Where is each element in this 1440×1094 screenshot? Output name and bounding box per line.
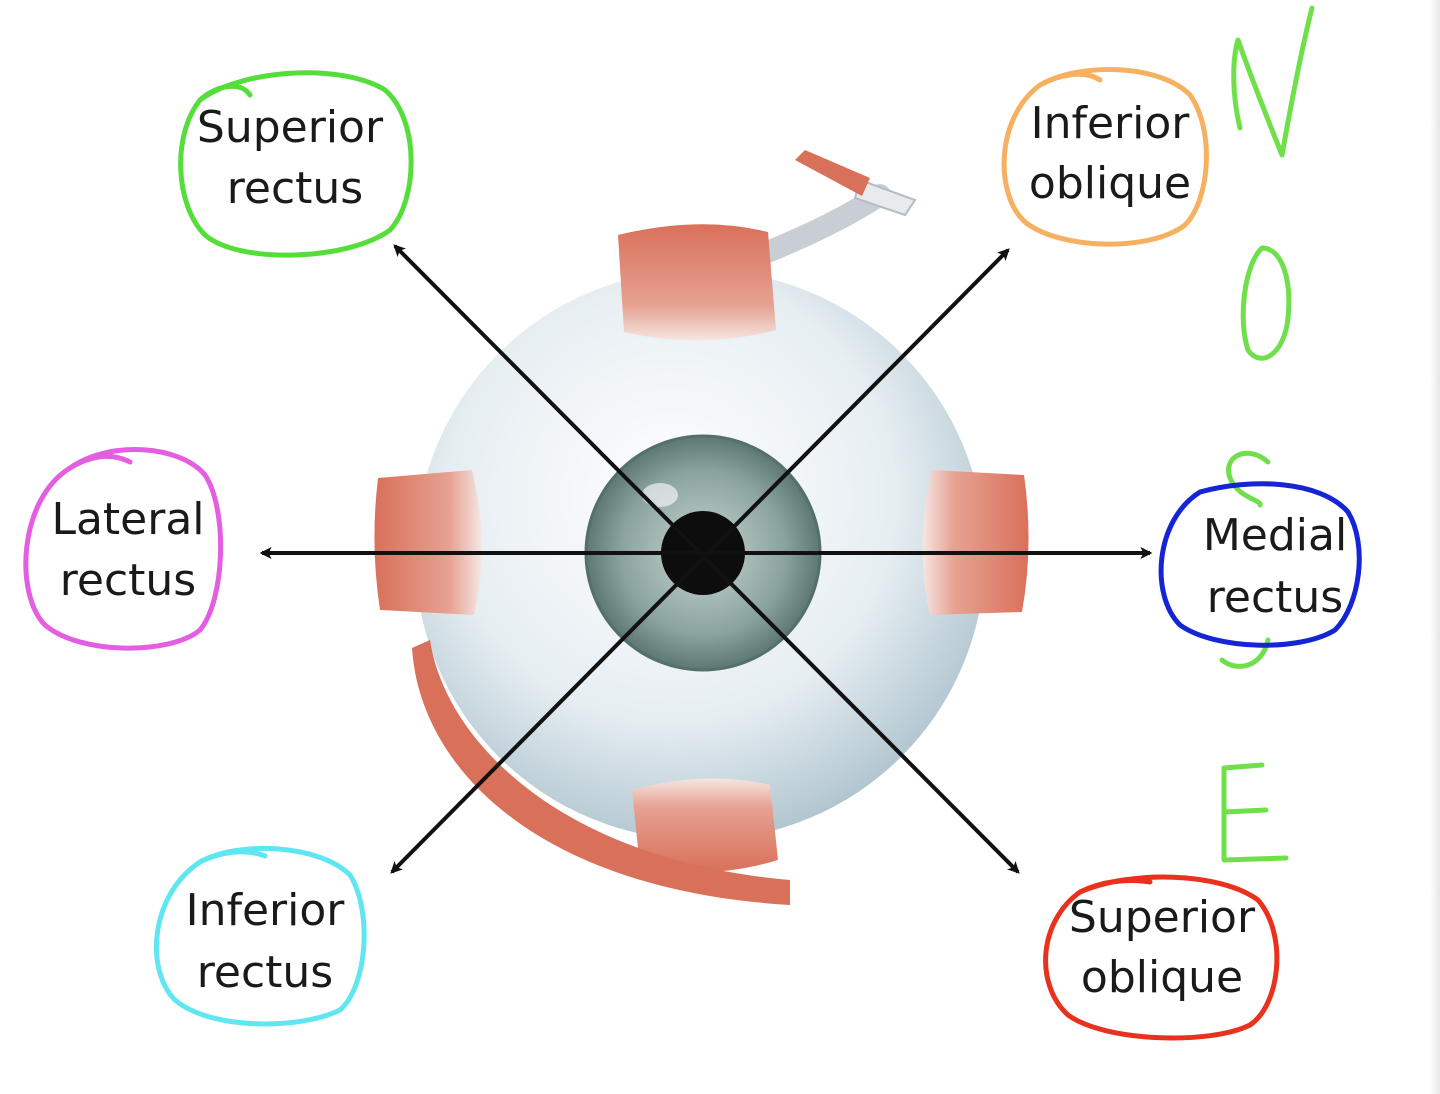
mnemonic-letter-o — [1240, 245, 1292, 361]
medial-rectus-muscle — [922, 470, 1029, 615]
superior-oblique-tendon — [749, 184, 891, 266]
mnemonic-nose — [1219, 5, 1315, 863]
label-lateral-rectus: Lateral rectus — [23, 447, 224, 651]
mnemonic-letter-e — [1221, 762, 1289, 863]
corneal-highlight — [642, 483, 678, 507]
circle-medial-rectus — [1158, 481, 1362, 648]
superior-rectus-muscle — [618, 224, 776, 341]
inferior-oblique-line2: oblique — [1029, 158, 1191, 209]
label-superior-oblique: Superior oblique — [1043, 874, 1280, 1041]
lateral-rectus-muscle — [374, 470, 482, 615]
inferior-rectus-line2: rectus — [197, 947, 333, 998]
arrow-up-right-down-left — [390, 248, 1010, 874]
label-inferior-rectus: Inferior rectus — [154, 845, 367, 1027]
lateral-rectus-line2: rectus — [60, 555, 196, 606]
superior-oblique-line1: Superior — [1069, 892, 1256, 943]
inferior-rectus-line1: Inferior — [186, 885, 346, 936]
superior-rectus-line2: rectus — [227, 163, 363, 214]
medial-rectus-line1: Medial — [1203, 510, 1347, 561]
medial-rectus-line2: rectus — [1207, 572, 1343, 623]
movement-arrows — [259, 244, 1153, 874]
mnemonic-letter-n — [1231, 5, 1315, 158]
label-inferior-oblique: Inferior oblique — [1001, 67, 1209, 247]
superior-rectus-line1: Superior — [197, 102, 384, 153]
label-superior-rectus: Superior rectus — [178, 70, 414, 258]
superior-oblique-belly — [795, 150, 870, 196]
circle-inferior-rectus — [154, 845, 367, 1027]
superior-oblique-line2: oblique — [1081, 952, 1243, 1003]
lateral-rectus-line1: Lateral — [51, 494, 204, 545]
circle-inferior-oblique — [1001, 67, 1209, 247]
circle-superior-oblique — [1043, 874, 1280, 1041]
inferior-oblique-line1: Inferior — [1031, 98, 1191, 149]
circle-lateral-rectus — [23, 447, 224, 651]
label-medial-rectus: Medial rectus — [1158, 481, 1362, 648]
circle-superior-rectus — [178, 70, 414, 258]
page-edge-shadow — [1430, 0, 1440, 1094]
